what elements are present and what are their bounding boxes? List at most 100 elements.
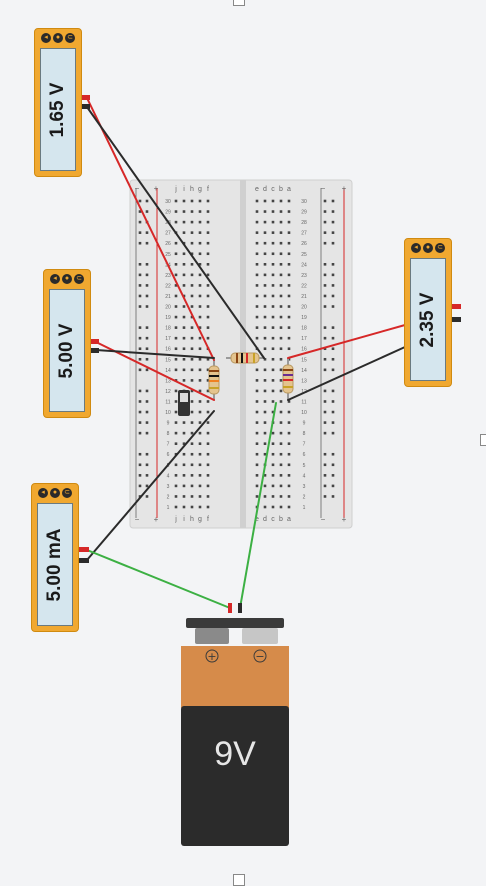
breadboard-hole[interactable] — [190, 421, 194, 424]
rail-hole[interactable] — [138, 410, 142, 414]
meter-record-icon[interactable]: ● — [62, 274, 72, 284]
breadboard-hole[interactable] — [279, 199, 283, 203]
rail-hole[interactable] — [145, 210, 149, 213]
breadboard-hole[interactable] — [271, 495, 275, 498]
breadboard-hole[interactable] — [206, 305, 210, 308]
rail-hole[interactable] — [138, 357, 142, 361]
breadboard-hole[interactable] — [190, 315, 194, 319]
breadboard-hole[interactable] — [198, 210, 202, 213]
rail-hole[interactable] — [331, 389, 335, 393]
meter-rewind-icon[interactable]: ◂ — [41, 33, 51, 43]
breadboard-hole[interactable] — [255, 336, 259, 340]
breadboard-hole[interactable] — [287, 505, 291, 509]
breadboard-hole[interactable] — [271, 431, 275, 435]
rail-hole[interactable] — [331, 452, 335, 456]
breadboard-hole[interactable] — [263, 252, 267, 256]
breadboard-hole[interactable] — [255, 284, 259, 287]
breadboard-hole[interactable] — [190, 284, 194, 287]
meter-rewind-icon[interactable]: ◂ — [38, 488, 48, 498]
breadboard-hole[interactable] — [287, 431, 291, 435]
breadboard-hole[interactable] — [206, 263, 210, 266]
breadboard-hole[interactable] — [255, 400, 259, 403]
breadboard-hole[interactable] — [206, 495, 210, 498]
breadboard-hole[interactable] — [182, 326, 186, 329]
breadboard-hole[interactable] — [271, 336, 275, 340]
rail-hole[interactable] — [145, 347, 149, 351]
breadboard-hole[interactable] — [271, 410, 275, 414]
breadboard-hole[interactable] — [279, 273, 283, 277]
rail-hole[interactable] — [323, 199, 327, 203]
breadboard-hole[interactable] — [279, 315, 283, 319]
breadboard-hole[interactable] — [255, 241, 259, 245]
breadboard-hole[interactable] — [198, 336, 202, 340]
rail-hole[interactable] — [145, 199, 149, 203]
breadboard-hole[interactable] — [279, 220, 283, 224]
breadboard-hole[interactable] — [206, 474, 210, 477]
breadboard-hole[interactable] — [279, 421, 283, 424]
breadboard-hole[interactable] — [287, 421, 291, 424]
rail-hole[interactable] — [331, 199, 335, 203]
breadboard-hole[interactable] — [206, 252, 210, 256]
rail-hole[interactable] — [138, 368, 142, 372]
breadboard-hole[interactable] — [263, 263, 267, 266]
breadboard-hole[interactable] — [287, 231, 291, 234]
breadboard-hole[interactable] — [271, 400, 275, 403]
breadboard-hole[interactable] — [255, 484, 259, 488]
breadboard-hole[interactable] — [206, 284, 210, 287]
rail-hole[interactable] — [331, 220, 335, 224]
breadboard-hole[interactable] — [287, 463, 291, 467]
breadboard-hole[interactable] — [198, 410, 202, 414]
breadboard-hole[interactable] — [255, 210, 259, 213]
resistor-horizontal[interactable] — [226, 352, 264, 364]
breadboard-hole[interactable] — [182, 421, 186, 424]
breadboard-hole[interactable] — [206, 389, 210, 393]
breadboard-hole[interactable] — [279, 452, 283, 456]
rail-hole[interactable] — [138, 231, 142, 234]
rail-hole[interactable] — [331, 474, 335, 477]
breadboard-hole[interactable] — [174, 474, 178, 477]
breadboard-hole[interactable] — [206, 241, 210, 245]
rail-hole[interactable] — [145, 284, 149, 287]
breadboard-hole[interactable] — [263, 368, 267, 372]
breadboard-hole[interactable] — [255, 389, 259, 393]
breadboard-hole[interactable] — [287, 199, 291, 203]
meter-mode-icon[interactable]: ⊂ — [74, 274, 84, 284]
breadboard-hole[interactable] — [198, 347, 202, 351]
breadboard-hole[interactable] — [190, 347, 194, 351]
rail-hole[interactable] — [323, 463, 327, 467]
rail-hole[interactable] — [323, 305, 327, 308]
breadboard-hole[interactable] — [174, 263, 178, 266]
rail-hole[interactable] — [138, 294, 142, 298]
rail-hole[interactable] — [138, 241, 142, 245]
breadboard-hole[interactable] — [198, 241, 202, 245]
breadboard-hole[interactable] — [190, 326, 194, 329]
breadboard-hole[interactable] — [263, 357, 267, 361]
breadboard-hole[interactable] — [263, 474, 267, 477]
breadboard-hole[interactable] — [279, 284, 283, 287]
rail-hole[interactable] — [138, 305, 142, 308]
breadboard-hole[interactable] — [287, 474, 291, 477]
rail-hole[interactable] — [138, 463, 142, 467]
breadboard-hole[interactable] — [182, 199, 186, 203]
breadboard-hole[interactable] — [190, 442, 194, 445]
rail-hole[interactable] — [323, 326, 327, 329]
breadboard-hole[interactable] — [271, 379, 275, 382]
breadboard-hole[interactable] — [190, 389, 194, 393]
breadboard-hole[interactable] — [182, 505, 186, 509]
breadboard-hole[interactable] — [255, 452, 259, 456]
breadboard-hole[interactable] — [190, 452, 194, 456]
breadboard-hole[interactable] — [182, 284, 186, 287]
breadboard-hole[interactable] — [279, 241, 283, 245]
breadboard-hole[interactable] — [263, 505, 267, 509]
breadboard-hole[interactable] — [279, 305, 283, 308]
breadboard-hole[interactable] — [271, 284, 275, 287]
breadboard-hole[interactable] — [271, 273, 275, 277]
breadboard-hole[interactable] — [263, 347, 267, 351]
breadboard-hole[interactable] — [271, 199, 275, 203]
breadboard-hole[interactable] — [263, 379, 267, 382]
breadboard-hole[interactable] — [206, 452, 210, 456]
breadboard-hole[interactable] — [198, 495, 202, 498]
rail-hole[interactable] — [145, 273, 149, 277]
meter-1[interactable]: ◂ ● ⊂ 1.65 V — [34, 28, 82, 177]
breadboard-hole[interactable] — [263, 484, 267, 488]
